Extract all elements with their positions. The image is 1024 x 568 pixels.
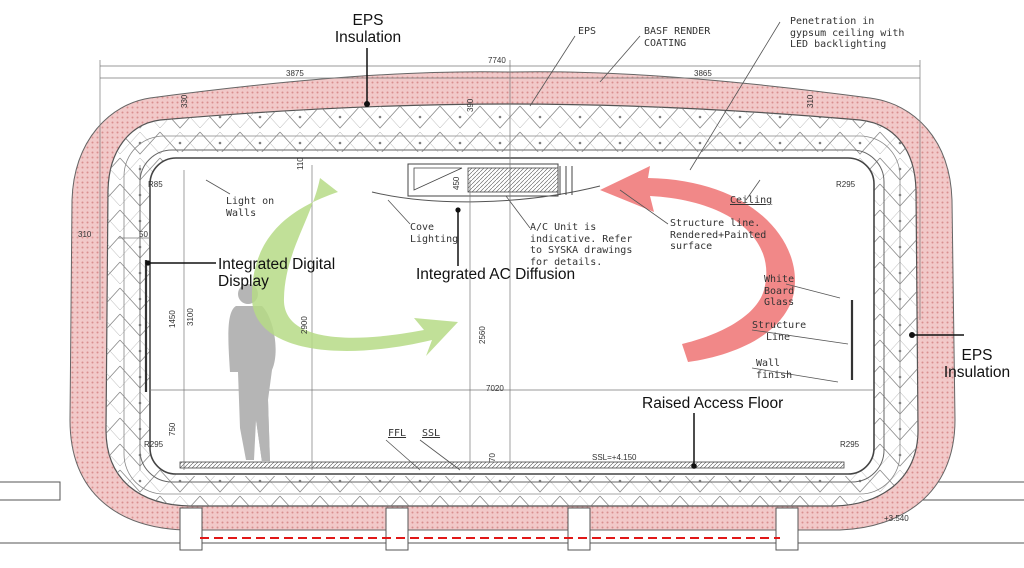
- dim-top-small-left: 110: [296, 157, 305, 170]
- note-ssl: SSL: [422, 428, 441, 439]
- dim-left-gap: 50: [139, 230, 148, 239]
- eps-insulation-label-right: EPS Insulation: [943, 347, 1011, 381]
- leader-lines: [148, 48, 964, 466]
- note-ceiling: Ceiling: [730, 195, 773, 206]
- dim-interior-height: 2560: [478, 326, 487, 344]
- note-basf-render: BASF RENDER COATING: [644, 26, 711, 49]
- note-ffl: FFL: [388, 428, 407, 439]
- note-ac-unit: A/C Unit is indicative. Refer to SYSKA d…: [530, 222, 633, 268]
- interior-room: [149, 157, 875, 475]
- note-white-board: White Board Glass: [764, 274, 795, 308]
- dim-top-center: 390: [466, 98, 475, 112]
- integrated-digital-display-label: Integrated Digital Display: [218, 256, 336, 290]
- note-wall-finish: Wall finish: [756, 358, 793, 381]
- dim-radius-right-top: R295: [836, 180, 856, 189]
- dim-top-right-thickness: 310: [806, 94, 815, 108]
- dim-left-half: 3875: [286, 69, 304, 78]
- dim-top-left-thickness: 330: [180, 94, 189, 108]
- eps-insulation-label-top: EPS Insulation: [334, 12, 402, 46]
- dim-ssl-level: SSL=+4.150: [592, 453, 637, 462]
- airflow-arrow-red: [600, 166, 795, 362]
- airflow-arrow-green: [251, 178, 458, 356]
- note-light-on-walls: Light on Walls: [226, 196, 275, 219]
- note-penetration: Penetration in gypsum ceiling with LED b…: [790, 16, 905, 50]
- dim-ac-height: 450: [452, 176, 461, 190]
- dim-display-height: 1450: [168, 310, 177, 328]
- dim-left-thickness: 310: [78, 230, 92, 239]
- ac-unit: [371, 163, 601, 203]
- dim-ground-level: +3.540: [884, 514, 909, 523]
- dim-height-left: 3100: [186, 308, 195, 326]
- dim-person-height: 2900: [300, 316, 309, 334]
- dim-radius-left-top: R85: [148, 180, 163, 189]
- raised-floor: [179, 461, 845, 469]
- raised-access-floor-label: Raised Access Floor: [642, 395, 784, 412]
- note-eps: EPS: [578, 26, 597, 37]
- dim-right-half: 3865: [694, 69, 712, 78]
- note-cove-lighting: Cove Lighting: [410, 222, 459, 245]
- truss-band: [106, 104, 918, 506]
- integrated-ac-diffusion-label: Integrated AC Diffusion: [416, 266, 576, 283]
- note-leaders: [205, 21, 849, 471]
- dim-inner-width: 7020: [486, 384, 504, 393]
- dim-floor-gap: 70: [488, 453, 497, 462]
- dim-radius-left-bottom: R295: [144, 440, 164, 449]
- dim-lower-left: 750: [168, 422, 177, 436]
- note-structure-line: Structure line. Rendered+Painted surface: [670, 218, 767, 252]
- note-structure-line-right: Structure Line: [752, 320, 807, 343]
- dim-radius-right-bottom: R295: [840, 440, 860, 449]
- dimension-lines: [99, 60, 921, 470]
- foundation: [179, 507, 799, 551]
- dim-overall-width: 7740: [488, 56, 506, 65]
